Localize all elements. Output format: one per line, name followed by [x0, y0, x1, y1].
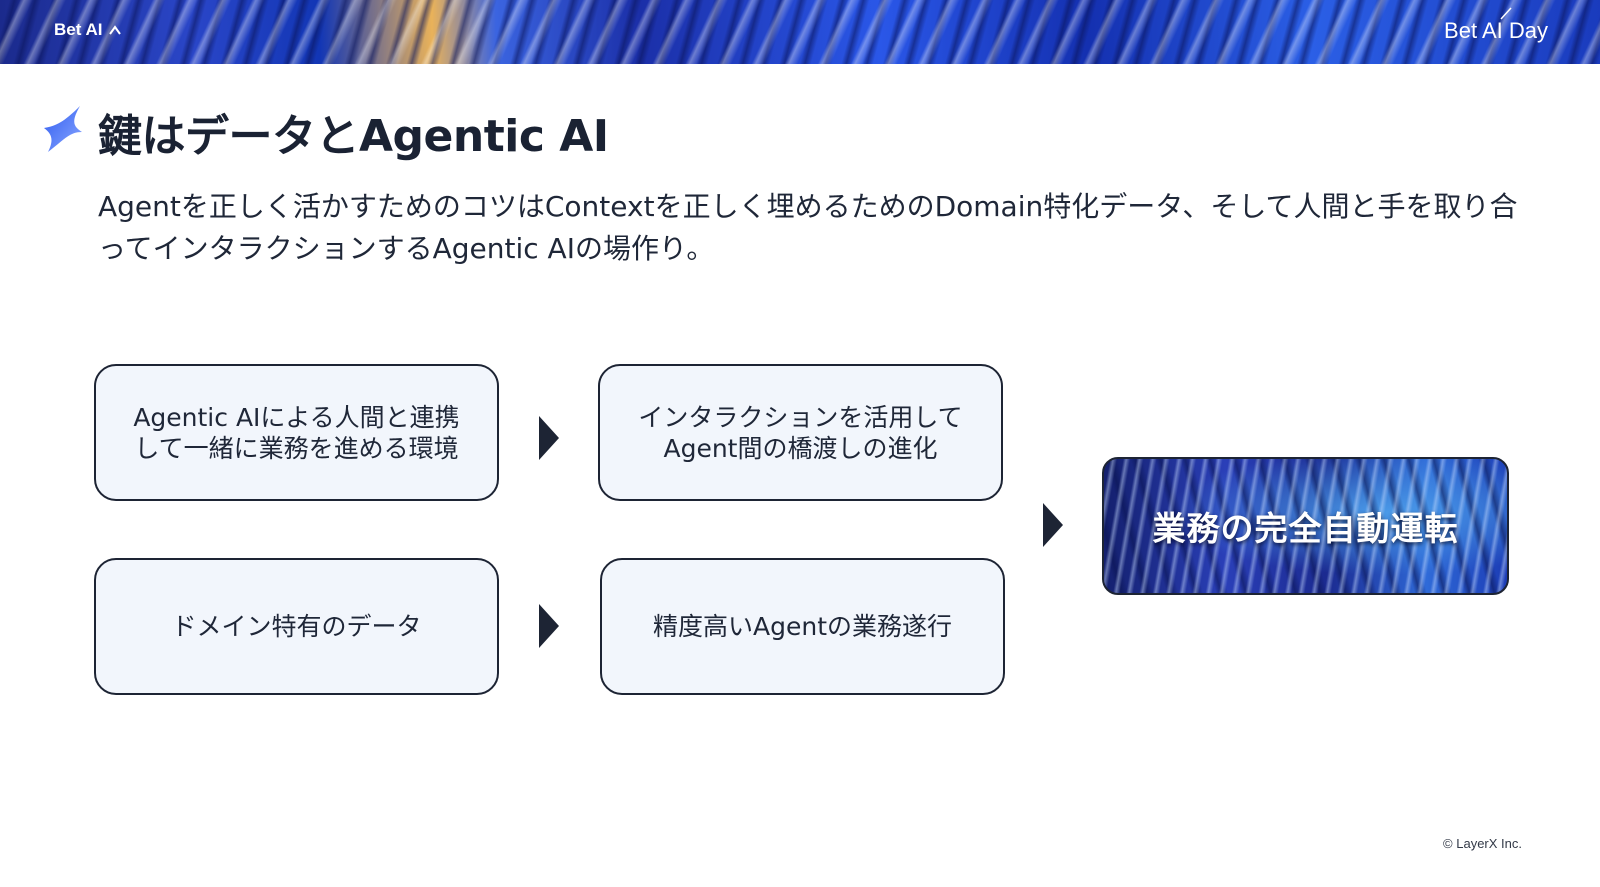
- box-agentic-ai-environment: Agentic AIによる人間と連携 して一緒に業務を進める環境: [94, 364, 499, 501]
- box-agent-bridging: インタラクションを活用して Agent間の橋渡しの進化: [598, 364, 1003, 501]
- triangle-right-icon: [539, 604, 559, 648]
- box-label: インタラクションを活用して Agent間の橋渡しの進化: [638, 402, 963, 463]
- chevron-up-icon: [108, 25, 121, 35]
- slide-title: 鍵はデータとAgentic AI: [98, 111, 609, 162]
- box-label: ドメイン特有のデータ: [171, 612, 422, 641]
- brand-name-left: Bet AI: [54, 20, 103, 39]
- box-agent-execution: 精度高いAgentの業務遂行: [600, 558, 1005, 695]
- copyright: © LayerX Inc.: [1443, 836, 1522, 851]
- brand-logo-right[interactable]: Bet AI Day: [1444, 7, 1548, 44]
- box-domain-data: ドメイン特有のデータ: [94, 558, 499, 695]
- brand-logo-left[interactable]: Bet AI: [54, 20, 121, 40]
- box-label: Agentic AIによる人間と連携 して一緒に業務を進める環境: [133, 402, 460, 463]
- box-label: 精度高いAgentの業務遂行: [653, 612, 952, 641]
- header-banner: Bet AI Bet AI Day: [0, 0, 1600, 64]
- brand-name-right: Bet AI Day: [1444, 18, 1548, 43]
- result-full-automation: 業務の完全自動運転: [1102, 457, 1509, 595]
- result-label: 業務の完全自動運転: [1152, 509, 1459, 548]
- slide-description: Agentを正しく活かすためのコツはContextを正しく埋めるためのDomai…: [98, 190, 1518, 265]
- spark-icon: [1500, 7, 1512, 20]
- triangle-right-icon: [1043, 503, 1063, 547]
- triangle-right-icon: [539, 416, 559, 460]
- four-point-star-icon: [44, 106, 82, 152]
